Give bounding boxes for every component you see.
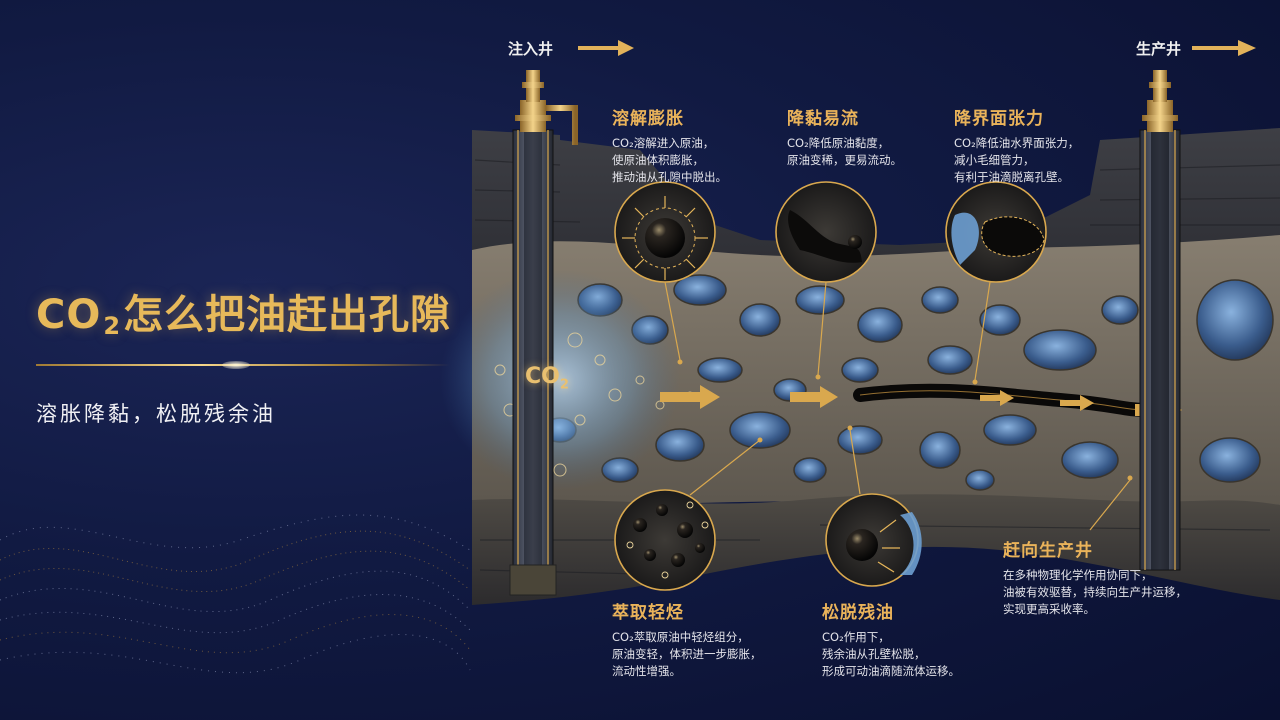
annotation-heading: 松脱残油 xyxy=(822,603,894,623)
annotation-heading: 萃取轻烃 xyxy=(612,603,684,623)
toward-pointer xyxy=(1089,479,1131,531)
injection-well xyxy=(509,70,578,596)
annotation-line: 实现更高采收率。 xyxy=(1003,602,1095,616)
annotation-line: 使原油体积膨胀， xyxy=(612,153,704,167)
production-direction-arrow xyxy=(1192,40,1256,56)
title-divider xyxy=(36,361,450,369)
annotation-line: 在多种物理化学作用协同下， xyxy=(1003,568,1153,582)
decorative-wave xyxy=(0,514,471,674)
lens-swelling xyxy=(614,181,716,365)
annotation-release: 松脱残油 CO₂作用下， 残余油从孔壁松脱， 形成可动油滴随流体运移。 xyxy=(822,598,960,680)
annotation-extraction: 萃取轻烃 CO₂萃取原油中轻烃组分， 原油变轻，体积进一步膨胀， 流动性增强。 xyxy=(612,598,762,680)
page-subtitle: 溶胀降黏，松脱残余油 xyxy=(36,402,276,426)
annotation-heading: 溶解膨胀 xyxy=(612,109,684,129)
production-well-label: 生产井 xyxy=(1136,40,1182,58)
production-well xyxy=(1139,70,1280,571)
annotation-line: CO₂降低原油黏度， xyxy=(787,136,890,150)
injection-direction-arrow xyxy=(578,40,634,56)
injection-well-label: 注入井 xyxy=(508,40,554,58)
page-title: CO2怎么把油赶出孔隙 xyxy=(36,292,452,340)
annotation-line: 流动性增强。 xyxy=(612,664,681,678)
annotation-line: CO₂降低油水界面张力， xyxy=(954,136,1080,150)
lens-tension xyxy=(945,181,1047,385)
annotation-heading: 降黏易流 xyxy=(787,109,859,129)
annotation-viscosity: 降黏易流 CO₂降低原油黏度， 原油变稀，更易流动。 xyxy=(787,104,902,169)
annotation-line: 原油变稀，更易流动。 xyxy=(787,153,902,167)
annotation-line: CO₂作用下， xyxy=(822,630,890,644)
annotation-line: 减小毛细管力， xyxy=(954,153,1035,167)
lens-extraction xyxy=(614,437,763,591)
annotation-line: 原油变轻，体积进一步膨胀， xyxy=(612,647,762,661)
lens-viscosity xyxy=(775,181,877,380)
annotation-tension: 降界面张力 CO₂降低油水界面张力， 减小毛细管力， 有利于油滴脱离孔壁。 xyxy=(954,104,1079,186)
annotation-toward-production: 赶向生产井 在多种物理化学作用协同下， 油被有效驱替，持续向生产井运移， 实现更… xyxy=(1003,536,1187,618)
annotation-line: 形成可动油滴随流体运移。 xyxy=(822,664,960,678)
co2-label: CO2 xyxy=(525,364,569,393)
annotation-line: 推动油从孔隙中脱出。 xyxy=(612,170,727,184)
annotation-heading: 降界面张力 xyxy=(954,109,1044,129)
annotation-line: 有利于油滴脱离孔壁。 xyxy=(954,170,1069,184)
annotation-heading: 赶向生产井 xyxy=(1003,541,1093,561)
lens-release xyxy=(825,425,922,587)
annotation-line: 残余油从孔壁松脱， xyxy=(822,647,926,661)
co2-cloud xyxy=(440,270,680,490)
annotation-line: 油被有效驱替，持续向生产井运移， xyxy=(1003,585,1187,599)
annotation-swelling: 溶解膨胀 CO₂溶解进入原油， 使原油体积膨胀， 推动油从孔隙中脱出。 xyxy=(612,104,727,186)
annotation-line: CO₂萃取原油中轻烃组分， xyxy=(612,630,749,644)
annotation-line: CO₂溶解进入原油， xyxy=(612,136,715,150)
